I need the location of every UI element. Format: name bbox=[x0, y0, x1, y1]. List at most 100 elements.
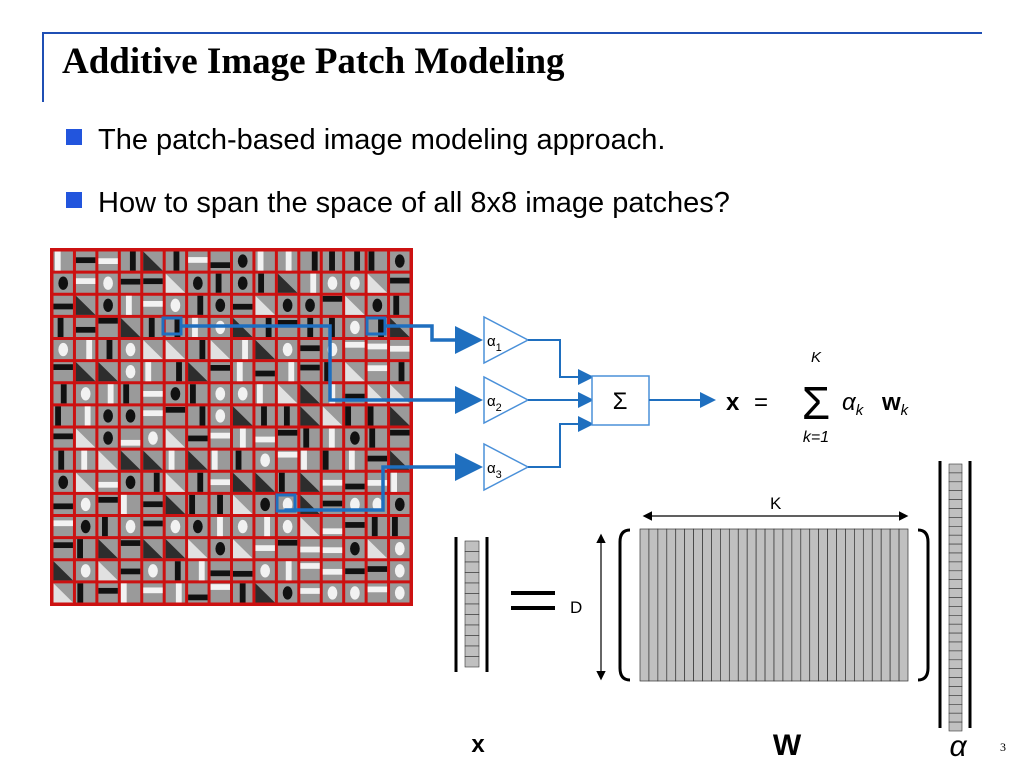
dictionary-patch bbox=[277, 251, 298, 271]
dictionary-patch bbox=[120, 450, 141, 470]
dictionary-patch bbox=[98, 450, 118, 470]
x-vector-cell bbox=[464, 603, 480, 615]
dictionary-patch bbox=[367, 428, 388, 448]
dictionary-patch bbox=[188, 384, 208, 404]
dictionary-patch bbox=[75, 450, 96, 470]
dictionary-patch bbox=[75, 472, 96, 492]
bullet-item-2: How to span the space of all 8x8 image p… bbox=[66, 187, 730, 220]
dictionary-patch bbox=[75, 517, 96, 537]
dictionary-patch bbox=[188, 472, 208, 492]
dictionary-patch bbox=[322, 362, 343, 382]
page-number: 3 bbox=[1000, 740, 1006, 754]
w-matrix-column bbox=[800, 528, 811, 682]
dictionary-patch bbox=[277, 295, 298, 315]
dictionary-patch bbox=[165, 406, 186, 426]
dictionary-patch bbox=[255, 428, 275, 448]
dictionary-patch bbox=[345, 273, 365, 293]
dictionary-patch bbox=[98, 561, 118, 581]
dictionary-patch bbox=[210, 406, 230, 426]
dictionary-patch bbox=[345, 340, 365, 360]
x-vector-cell bbox=[464, 561, 480, 573]
dictionary-patch bbox=[322, 561, 343, 581]
dictionary-patch bbox=[210, 251, 230, 271]
dictionary-patch bbox=[367, 340, 388, 360]
bullet-square-icon bbox=[66, 192, 82, 208]
dictionary-patch bbox=[255, 251, 275, 271]
dictionary-patch bbox=[53, 362, 73, 382]
x-vector-cell bbox=[464, 582, 480, 594]
sum-symbol: Σ bbox=[613, 388, 628, 415]
dictionary-patch bbox=[143, 317, 163, 337]
w-matrix-column bbox=[836, 528, 846, 682]
dictionary-patch bbox=[53, 472, 73, 492]
sum-lower-limit: k=1 bbox=[803, 429, 829, 446]
dictionary-patch bbox=[300, 384, 320, 404]
dictionary-patch bbox=[322, 295, 343, 315]
dictionary-patch bbox=[255, 494, 275, 514]
alpha-vector bbox=[938, 461, 972, 732]
x-label: x bbox=[471, 731, 485, 758]
w-matrix-column bbox=[889, 528, 900, 682]
w-matrix-column bbox=[711, 528, 721, 682]
alpha-vector-cell bbox=[948, 623, 963, 634]
dictionary-patch bbox=[300, 340, 320, 360]
dictionary-patch bbox=[255, 384, 275, 404]
x-vector-cell bbox=[464, 572, 480, 584]
w-right-bracket bbox=[917, 528, 930, 682]
dictionary-patch bbox=[188, 295, 208, 315]
alpha-vector-cell bbox=[948, 588, 963, 598]
dictionary-patch bbox=[367, 251, 388, 271]
dictionary-patch bbox=[233, 362, 253, 382]
dictionary-patch bbox=[300, 428, 320, 448]
equation-sigma: Σ bbox=[802, 377, 830, 429]
dictionary-patch bbox=[75, 494, 96, 514]
dictionary-patch bbox=[233, 428, 253, 448]
w-matrix-column bbox=[737, 528, 748, 682]
dictionary-patch bbox=[120, 494, 141, 514]
dictionary-patch bbox=[277, 450, 298, 470]
dictionary-patch bbox=[322, 428, 343, 448]
dictionary-patch bbox=[98, 517, 118, 537]
dictionary-patch bbox=[143, 472, 163, 492]
dictionary-patch bbox=[233, 340, 253, 360]
dictionary-patch bbox=[143, 362, 163, 382]
alpha-vector-cell bbox=[948, 463, 963, 474]
dictionary-patch bbox=[255, 406, 275, 426]
alpha-2-label: α2 bbox=[487, 393, 502, 414]
k-dimension-label: K bbox=[770, 494, 782, 513]
dictionary-patch bbox=[75, 340, 96, 360]
dictionary-patch bbox=[120, 251, 141, 271]
dictionary-patch bbox=[98, 472, 118, 492]
d-dimension-label: D bbox=[570, 598, 582, 617]
dictionary-patch bbox=[277, 472, 298, 492]
dictionary-patch bbox=[53, 494, 73, 514]
dictionary-patch bbox=[210, 517, 230, 537]
dictionary-patch bbox=[390, 561, 410, 581]
dictionary-patch bbox=[188, 539, 208, 559]
dictionary-patch bbox=[98, 583, 118, 603]
alpha-1-amplifier bbox=[483, 315, 530, 365]
alpha-3-label: α3 bbox=[487, 460, 502, 481]
dictionary-patch bbox=[53, 450, 73, 470]
alpha-vector-cell bbox=[948, 472, 963, 483]
dictionary-patch bbox=[300, 583, 320, 603]
dictionary-patch bbox=[98, 317, 118, 337]
dictionary-patch bbox=[165, 251, 186, 271]
dictionary-patch bbox=[210, 472, 230, 492]
dictionary-patch bbox=[345, 517, 365, 537]
dictionary-patch bbox=[345, 583, 365, 603]
w-matrix-column bbox=[728, 528, 739, 682]
sum-input-1 bbox=[528, 339, 594, 385]
dictionary-patch bbox=[165, 450, 186, 470]
dictionary-patch bbox=[188, 362, 208, 382]
dictionary-patch bbox=[98, 428, 118, 448]
dictionary-patch bbox=[390, 406, 410, 426]
dictionary-patch bbox=[233, 251, 253, 271]
dictionary-patch bbox=[120, 384, 141, 404]
alpha-vector-cell bbox=[948, 597, 963, 607]
dictionary-patch bbox=[75, 251, 96, 271]
dictionary-patch bbox=[53, 539, 73, 559]
w-matrix-column bbox=[773, 528, 784, 682]
dictionary-patch bbox=[210, 384, 230, 404]
dictionary-patch bbox=[75, 384, 96, 404]
